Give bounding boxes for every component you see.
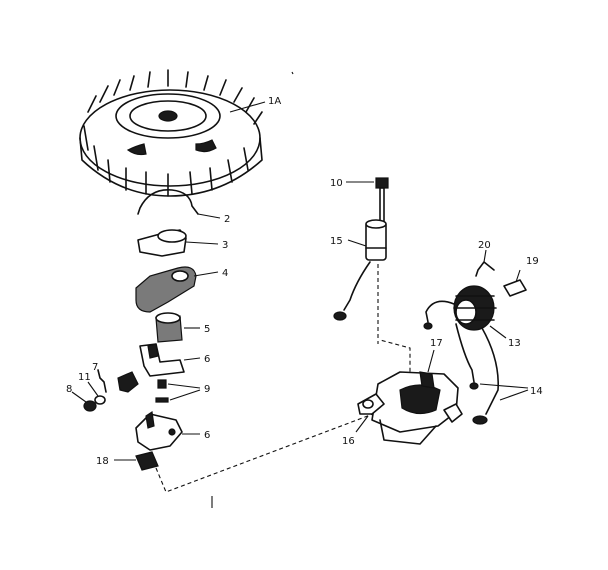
flywheel-leader bbox=[229, 101, 266, 113]
stator-16-leader bbox=[355, 415, 369, 433]
stray-mark bbox=[291, 71, 294, 75]
callout-screen: 4 bbox=[222, 268, 228, 279]
assembly-path bbox=[155, 339, 411, 493]
callout-cup: 3 bbox=[222, 240, 228, 251]
screen-leader bbox=[193, 271, 219, 277]
leads-leader-a bbox=[479, 383, 529, 389]
screws-leader-b bbox=[169, 389, 201, 401]
callout-washer-11: 11 bbox=[78, 372, 91, 383]
clip bbox=[503, 279, 527, 297]
washer-8-leader bbox=[71, 391, 87, 403]
callout-bushing: 5 bbox=[204, 324, 210, 335]
condenser-leader bbox=[347, 239, 367, 247]
screen-plate bbox=[135, 266, 197, 313]
washer-11-leader bbox=[87, 381, 99, 397]
bracket-upper bbox=[139, 343, 185, 377]
callout-spring-7: 7 bbox=[92, 362, 98, 373]
cup bbox=[137, 229, 187, 257]
callout-wire-clip: 20 bbox=[478, 240, 491, 251]
condenser bbox=[333, 219, 387, 321]
callout-bracket-upper: 6 bbox=[204, 354, 210, 365]
callout-bracket-lower: 6 bbox=[204, 430, 210, 441]
coil bbox=[423, 285, 497, 331]
stator-17-leader bbox=[427, 349, 435, 373]
coil-leader bbox=[489, 325, 507, 339]
callout-leads: 14 bbox=[530, 386, 543, 397]
callout-stator-17: 17 bbox=[430, 338, 443, 349]
callout-pad: 18 bbox=[96, 456, 109, 467]
bushing bbox=[155, 312, 183, 343]
callout-washer-8: 8 bbox=[66, 384, 72, 395]
washer-11 bbox=[94, 395, 106, 405]
cup-leader bbox=[185, 241, 219, 245]
flywheel bbox=[79, 69, 263, 197]
stator-bracket bbox=[357, 371, 463, 445]
points bbox=[117, 371, 139, 393]
bolt bbox=[375, 177, 389, 225]
screws-leader-a bbox=[167, 383, 201, 389]
wire-clip-leader bbox=[483, 249, 487, 263]
callout-flywheel: 1A bbox=[268, 96, 281, 107]
washer-8 bbox=[83, 400, 97, 412]
leads bbox=[455, 323, 499, 425]
callout-clip: 19 bbox=[526, 256, 539, 267]
leads-leader-b bbox=[499, 389, 529, 401]
small-spring bbox=[97, 369, 107, 393]
wire-clip bbox=[475, 261, 495, 277]
callout-stator-16: 16 bbox=[342, 436, 355, 447]
callout-spring: 2 bbox=[224, 214, 230, 225]
pad bbox=[135, 451, 159, 471]
bracket-lower bbox=[135, 410, 183, 451]
screws bbox=[155, 379, 169, 403]
spring-clip bbox=[137, 189, 199, 215]
callout-coil: 13 bbox=[508, 338, 521, 349]
spring-leader bbox=[197, 213, 221, 219]
bracket-upper-leader bbox=[183, 357, 201, 361]
callout-condenser: 15 bbox=[330, 236, 343, 247]
callout-screws: 9 bbox=[204, 384, 210, 395]
clip-leader bbox=[515, 269, 521, 283]
callout-bolt: 10 bbox=[330, 178, 343, 189]
